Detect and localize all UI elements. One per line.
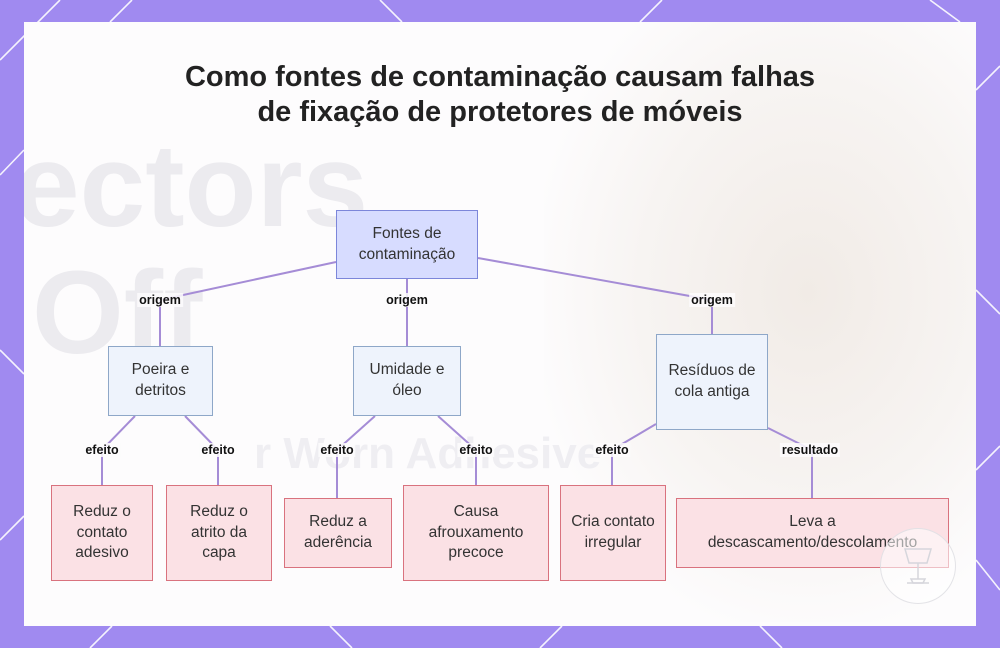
diagram-title: Como fontes de contaminação causam falha… bbox=[184, 61, 816, 128]
node-residuos-de-cola-antiga: Resíduos de cola antiga bbox=[656, 334, 768, 430]
edge-label-efeito-5: efeito bbox=[593, 443, 631, 457]
edge-label-origem-2: origem bbox=[384, 293, 430, 307]
edge-label-origem-1: origem bbox=[137, 293, 183, 307]
edge-label-efeito-1: efeito bbox=[83, 443, 121, 457]
node-fontes-de-contaminacao: Fontes de contaminação bbox=[336, 210, 478, 279]
node-reduz-contato-adesivo: Reduz o contato adesivo bbox=[51, 485, 153, 581]
node-umidade-e-oleo: Umidade e óleo bbox=[353, 346, 461, 416]
node-causa-afrouxamento-precoce: Causa afrouxamento precoce bbox=[403, 485, 549, 581]
edge-label-efeito-4: efeito bbox=[457, 443, 495, 457]
edge-label-resultado: resultado bbox=[779, 443, 841, 457]
edge-label-efeito-3: efeito bbox=[318, 443, 356, 457]
edge-label-origem-3: origem bbox=[689, 293, 735, 307]
edge-label-efeito-2: efeito bbox=[199, 443, 237, 457]
edge-root-residuos bbox=[477, 257, 713, 301]
node-reduz-aderencia: Reduz a aderência bbox=[284, 498, 392, 568]
watermark-badge-icon bbox=[880, 528, 956, 604]
background-watermark-text-3: r Worn Adhesive bbox=[254, 429, 602, 478]
node-cria-contato-irregular: Cria contato irregular bbox=[560, 485, 666, 581]
node-reduz-atrito-da-capa: Reduz o atrito da capa bbox=[166, 485, 272, 581]
background-watermark-text-1: ectors bbox=[24, 120, 369, 252]
node-poeira-e-detritos: Poeira e detritos bbox=[108, 346, 213, 416]
edge-root-poeira bbox=[159, 261, 337, 301]
